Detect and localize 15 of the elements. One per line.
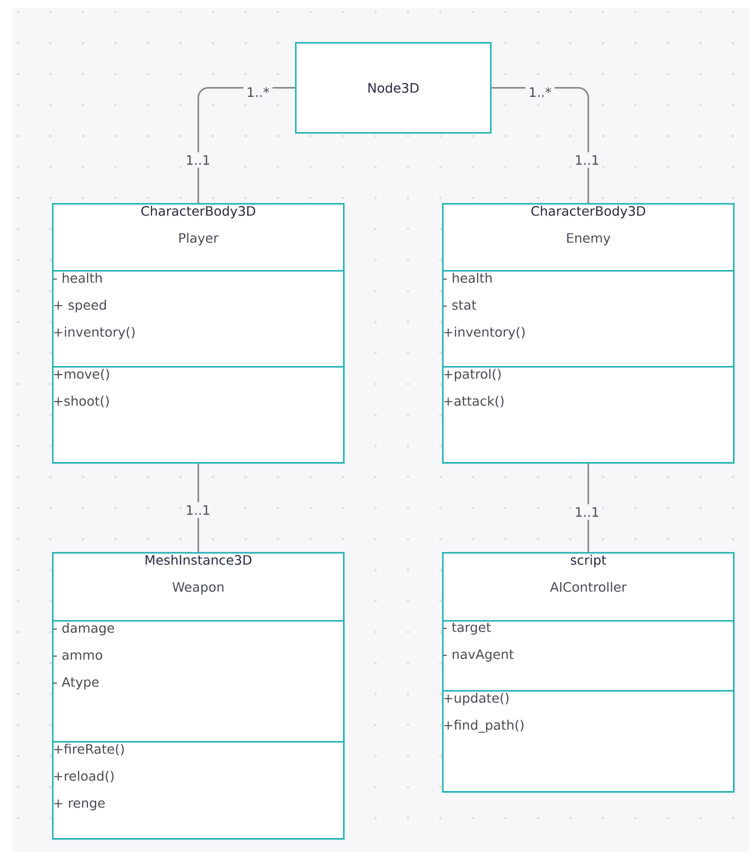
class-compartment: - damage - ammo - Atype xyxy=(52,620,345,743)
class-box: Node3D xyxy=(295,42,492,134)
class-compartment: +move() +shoot() xyxy=(52,366,345,464)
class-compartment: - health + speed +inventory() xyxy=(52,270,345,368)
class-compartment: - target - navAgent xyxy=(442,620,735,692)
class-compartment: - health - stat +inventory() xyxy=(442,270,735,368)
multiplicity-label: 1..* xyxy=(525,84,555,100)
multiplicity-label: 1..* xyxy=(243,84,273,100)
class-compartment: +update() +find_path() xyxy=(442,690,735,793)
multiplicity-label: 1..1 xyxy=(182,502,214,518)
multiplicity-label: 1..1 xyxy=(182,152,214,168)
class-compartment: +patrol() +attack() xyxy=(442,366,735,464)
class-compartment: +fireRate() +reload() + renge xyxy=(52,741,345,840)
multiplicity-label: 1..1 xyxy=(572,152,602,168)
multiplicity-label: 1..1 xyxy=(572,504,602,520)
